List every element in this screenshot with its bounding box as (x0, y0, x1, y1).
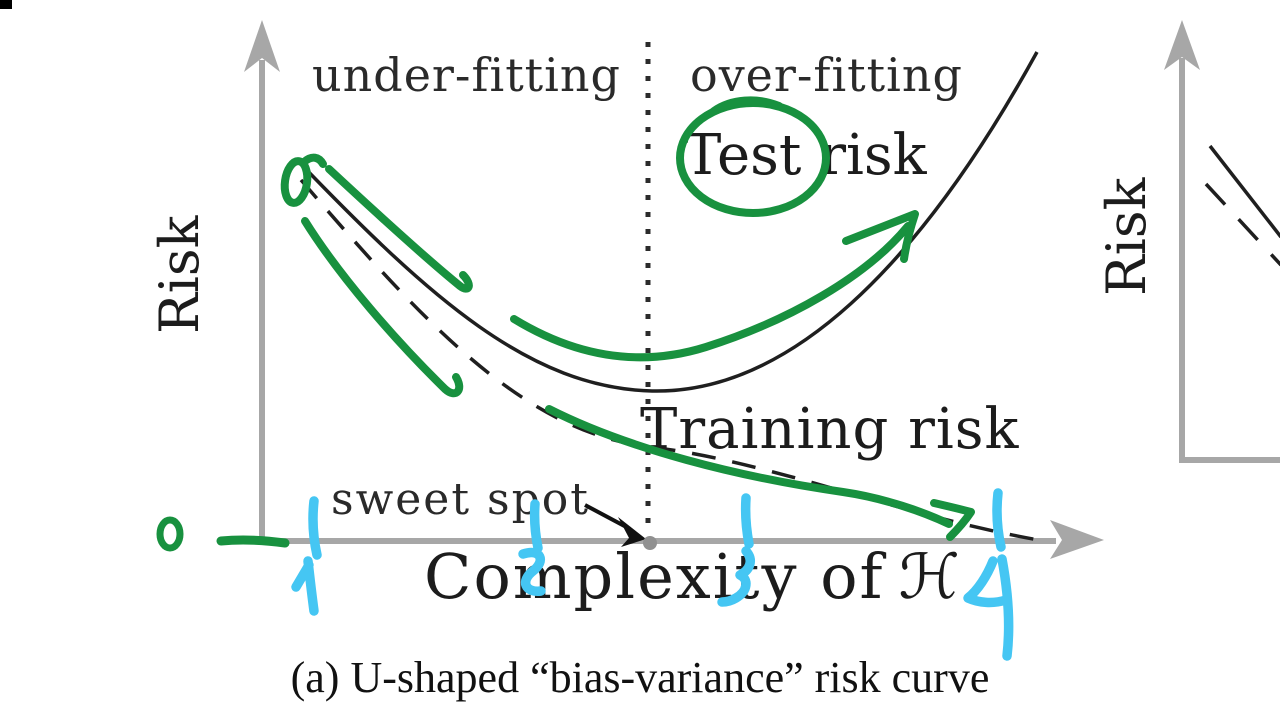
right-dashed-curve-partial (1204, 182, 1280, 267)
right-solid-curve-partial (1208, 144, 1280, 239)
test-risk-label: Test risk (684, 123, 927, 188)
sweet-spot-label: sweet spot (331, 474, 590, 525)
green-trace-dashed-descent (301, 217, 464, 398)
blue-tick-1-mark (308, 496, 322, 560)
right-y-axis-arrowhead (1164, 20, 1200, 70)
green-origin-dash (216, 535, 290, 548)
green-u-swoosh-arrow (510, 222, 912, 362)
blue-tick-3-mark (740, 493, 754, 549)
x-axis-arrowhead (1050, 520, 1104, 559)
x-axis-label-text: Complexity of (424, 540, 885, 613)
green-u-swoosh-arrowhead (842, 210, 919, 263)
handwritten-1 (291, 556, 319, 616)
hypothesis-class-symbol: ℋ (898, 540, 962, 613)
y-axis-arrowhead (244, 20, 280, 72)
blue-tick-4 (963, 488, 1014, 661)
handwritten-zero (156, 516, 184, 552)
right-axes (1164, 20, 1280, 463)
test-risk-curve (297, 51, 1039, 393)
blue-tick-4-mark (992, 488, 1006, 552)
green-loop-at-curve-start (280, 157, 312, 207)
overfitting-label: over-fitting (690, 48, 963, 102)
figure-caption: (a) U-shaped “bias-variance” risk curve (290, 653, 990, 702)
sweet-spot-arrow-shaft (584, 503, 631, 531)
right-y-axis-label: Risk (1095, 177, 1158, 296)
y-axis-label: Risk (148, 215, 211, 334)
blue-tick-1 (291, 496, 322, 616)
handwritten-4 (963, 554, 1014, 661)
corner-artifact (0, 0, 12, 9)
underfitting-label: under-fitting (312, 48, 621, 102)
green-trace-solid-descent (325, 165, 473, 293)
green-training-tail-arrowhead (930, 499, 975, 541)
training-risk-label: Training risk (640, 397, 1020, 462)
green-loop-tail (300, 153, 327, 168)
green-origin-zero (156, 516, 290, 552)
